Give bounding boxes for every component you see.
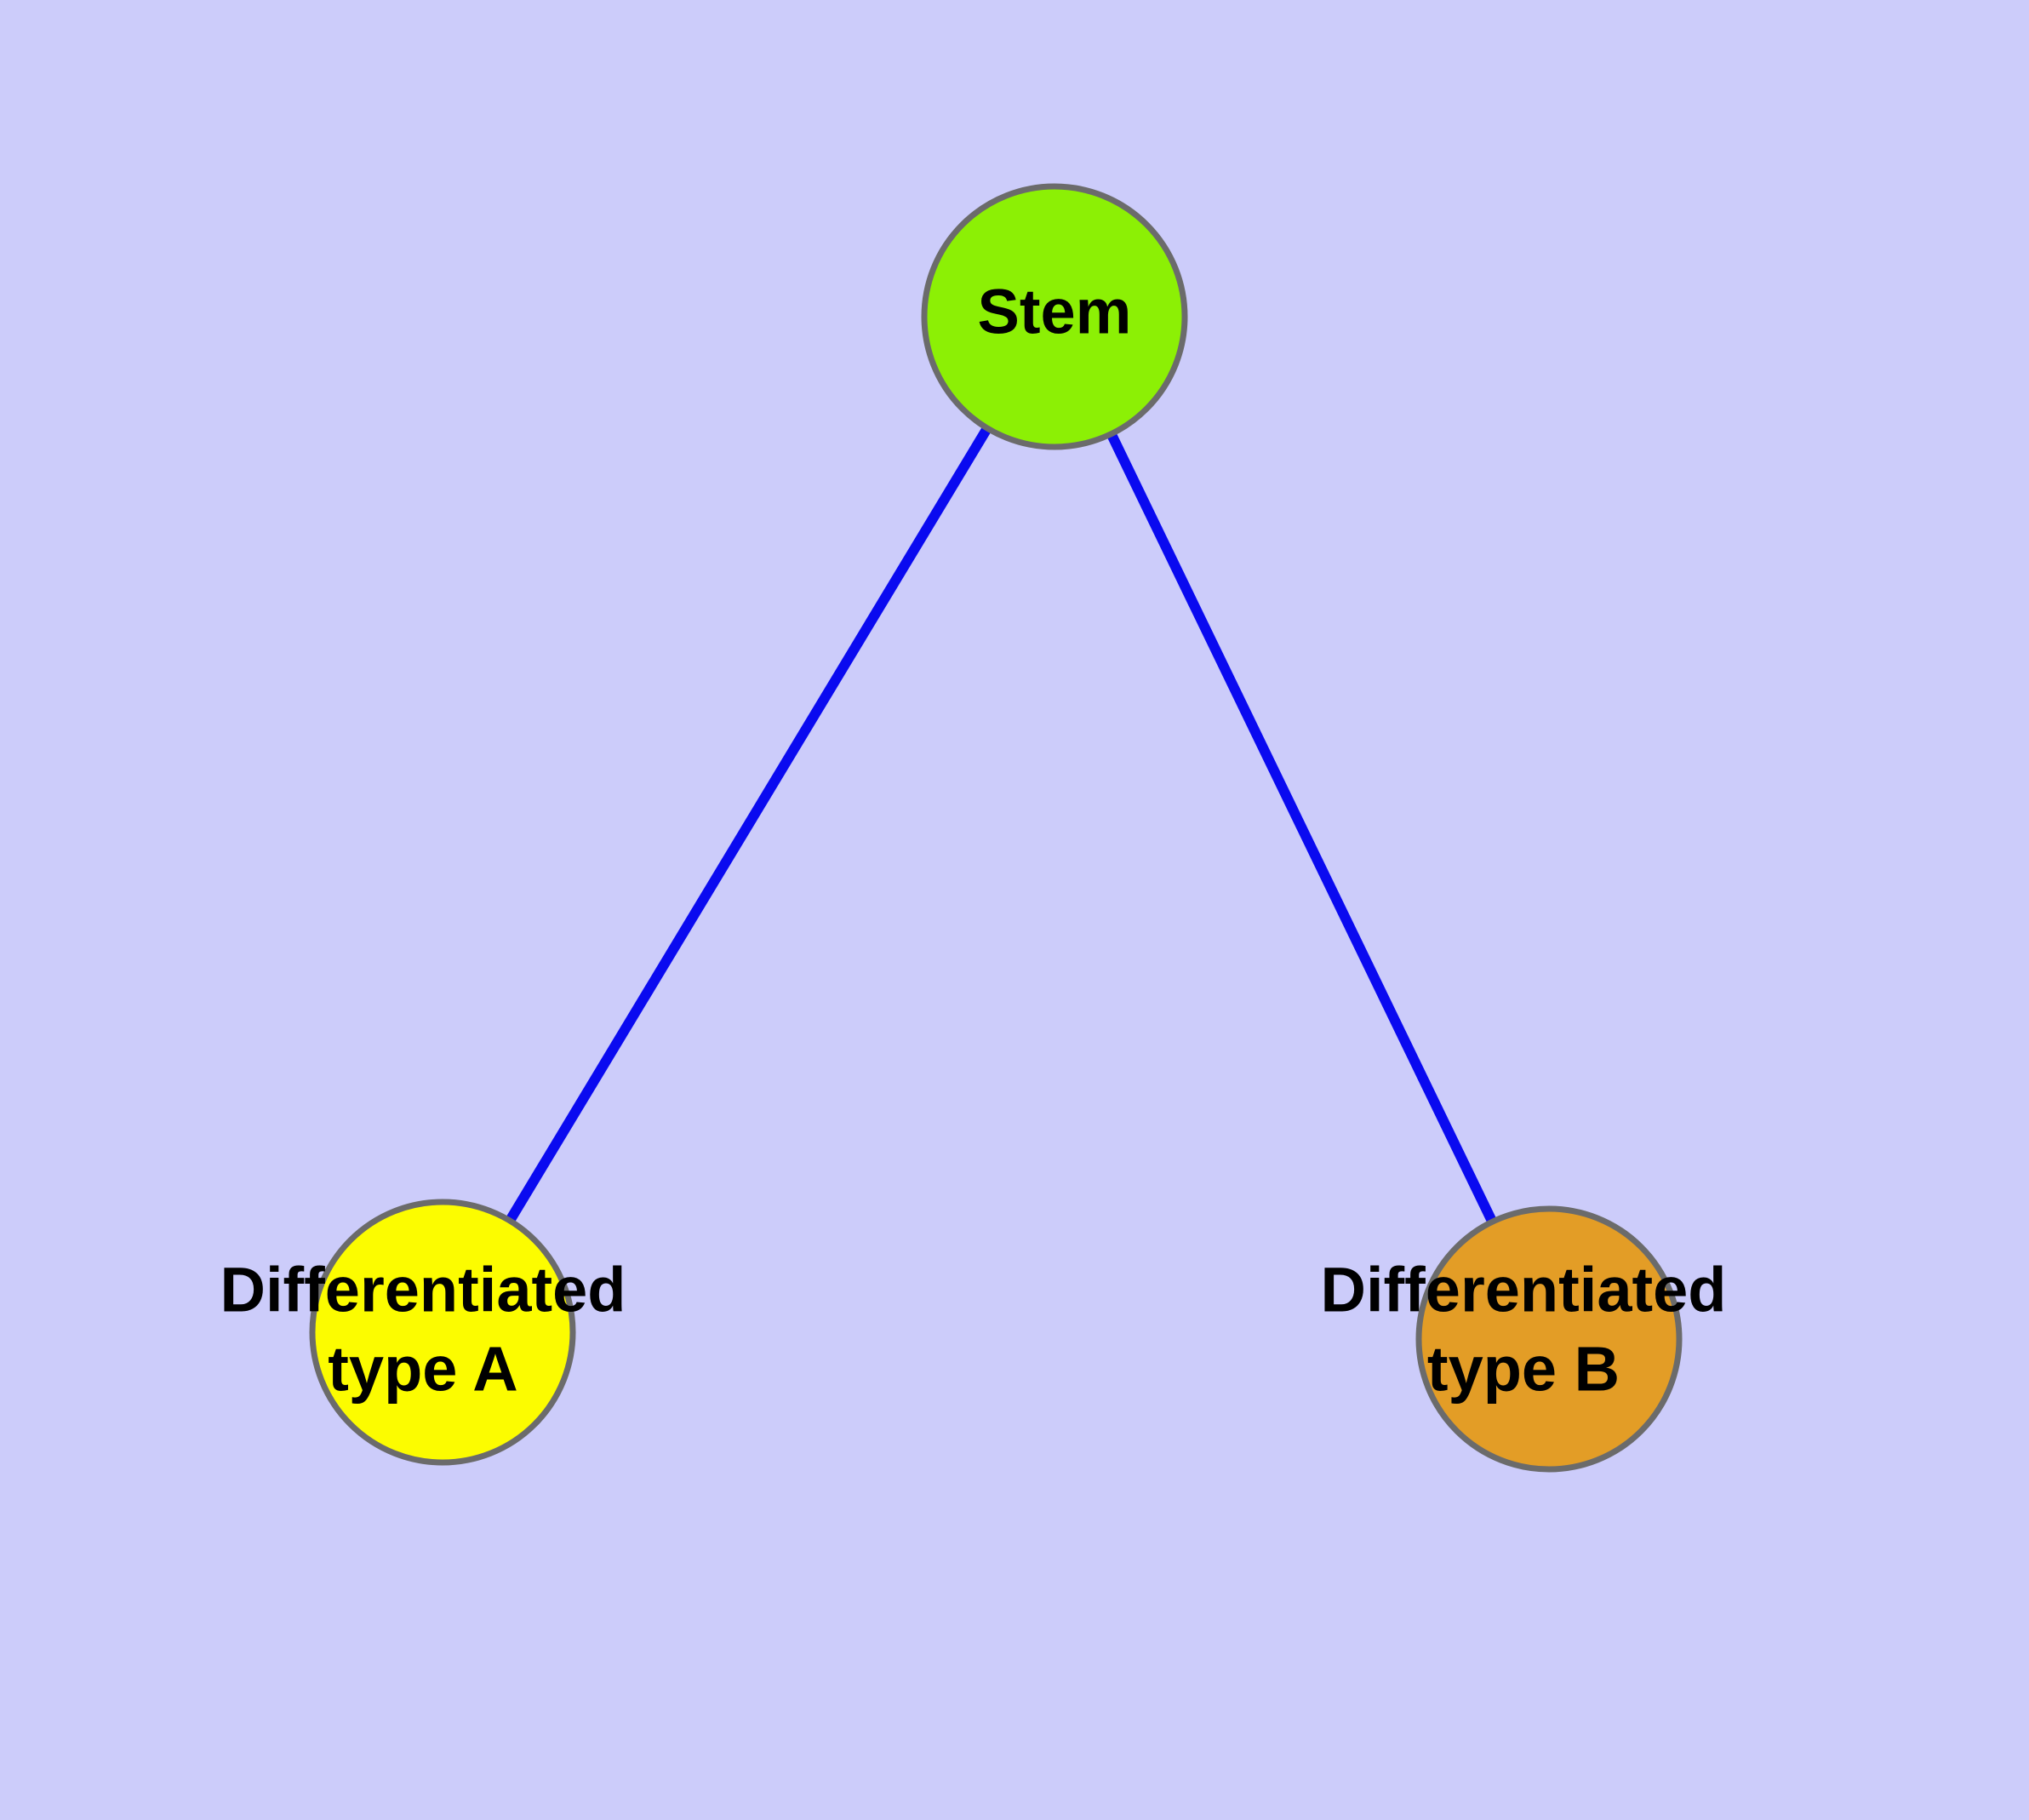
node-circle-differentiated-a[interactable] [309, 1199, 576, 1466]
node-label-differentiated-a-line2: type A [328, 1334, 517, 1405]
node-label-differentiated-b-line2: type B [1427, 1334, 1620, 1405]
node-layer [309, 183, 1683, 1473]
node-label-differentiated-a-line1: Differentiated [220, 1255, 626, 1325]
node-label-stem: Stem [978, 277, 1132, 347]
edge-stem-to-differentiated-a[interactable] [437, 313, 1060, 1336]
node-differentiated-b[interactable] [1415, 1205, 1683, 1473]
node-label-differentiated-b-line1: Differentiated [1321, 1255, 1727, 1325]
edge-stem-to-differentiated-b[interactable] [1049, 314, 1554, 1342]
node-stem[interactable] [921, 183, 1188, 450]
edge-layer [437, 313, 1554, 1342]
node-circle-differentiated-b[interactable] [1415, 1205, 1683, 1473]
node-circle-stem[interactable] [921, 183, 1188, 450]
label-layer: Stem Differentiated type A Differentiate… [220, 277, 1727, 1405]
node-differentiated-a[interactable] [309, 1199, 576, 1466]
